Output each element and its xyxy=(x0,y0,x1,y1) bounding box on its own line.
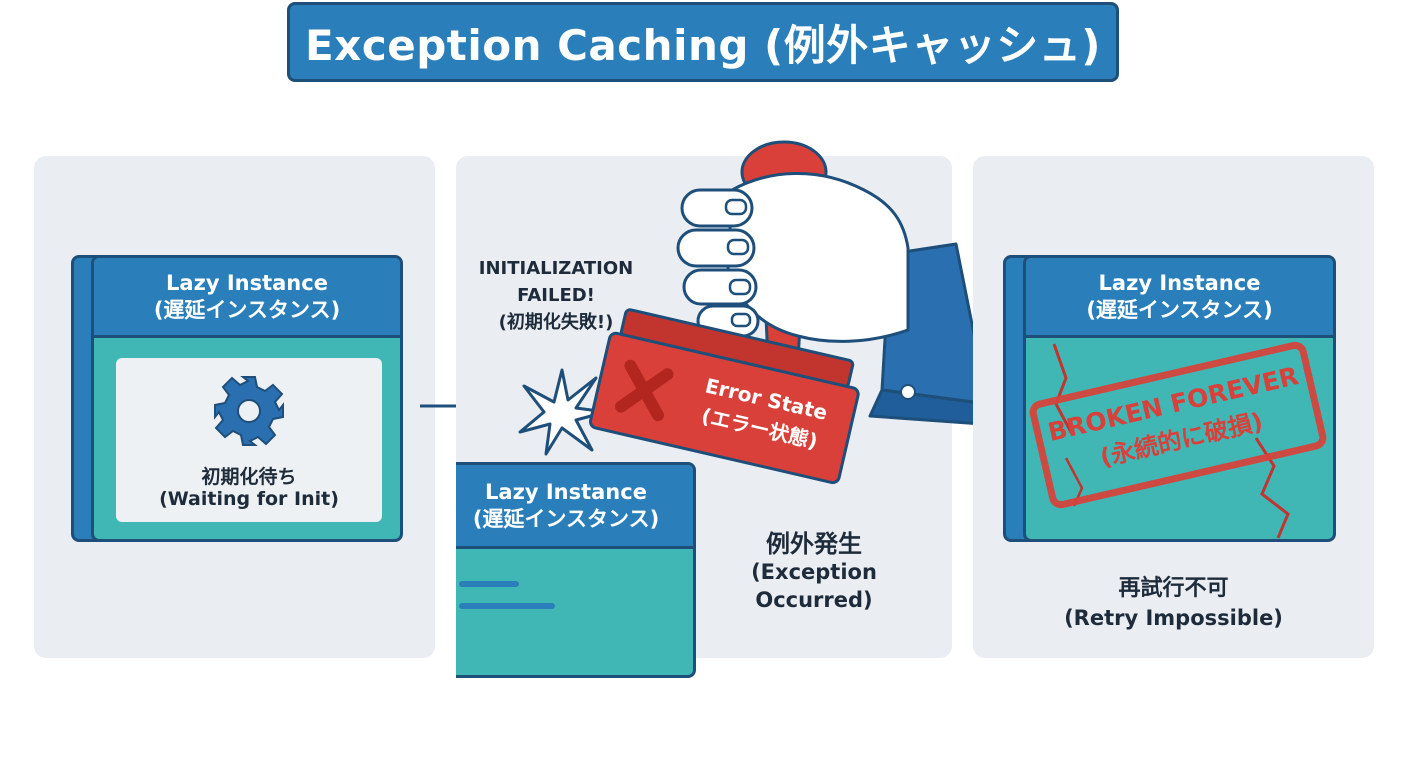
lazy-instance-card-failing: Lazy Instance (遅延インスタンス) xyxy=(456,462,696,678)
status-text-en: (Waiting for Init) xyxy=(159,488,339,510)
hand-icon xyxy=(676,140,910,362)
panel-broken: Lazy Instance (遅延インスタンス) 再試行不可 (Retry Im… xyxy=(973,156,1374,658)
retry-text-en: (Retry Impossible) xyxy=(1064,606,1283,630)
panel-waiting: Lazy Instance (遅延インスタンス) 初期化待ち (Waiting … xyxy=(34,156,435,658)
card-header: Lazy Instance (遅延インスタンス) xyxy=(1026,258,1333,338)
failed-text-line1: INITIALIZATION xyxy=(478,258,634,279)
lazy-instance-card-broken: Lazy Instance (遅延インスタンス) xyxy=(1023,255,1336,542)
init-status-box: 初期化待ち (Waiting for Init) xyxy=(116,358,382,522)
exception-text-en-line1: (Exception xyxy=(751,560,877,584)
lazy-instance-card: Lazy Instance (遅延インスタンス) 初期化待ち (Waiting … xyxy=(91,255,403,542)
card-header-title: Lazy Instance xyxy=(166,270,328,295)
card-header-subtitle: (遅延インスタンス) xyxy=(153,297,341,322)
content-line xyxy=(459,581,519,587)
exception-text-en-line2: Occurred) xyxy=(755,588,873,612)
card-clip: Lazy Instance (遅延インスタンス) xyxy=(456,462,698,682)
failed-text-line2: FAILED! xyxy=(517,285,595,306)
card-header-subtitle: (遅延インスタンス) xyxy=(472,506,660,531)
retry-text-jp: 再試行不可 xyxy=(1118,576,1229,601)
failed-text-line3: (初期化失敗!) xyxy=(498,312,614,333)
diagram-title: Exception Caching (例外キャッシュ) xyxy=(287,2,1119,82)
exception-text-jp: 例外発生 xyxy=(766,530,862,558)
impact-burst-icon xyxy=(518,368,608,456)
content-line xyxy=(459,603,555,609)
card-header-subtitle: (遅延インスタンス) xyxy=(1086,297,1273,322)
x-mark-icon xyxy=(614,359,674,422)
gear-icon xyxy=(214,376,284,446)
card-header-title: Lazy Instance xyxy=(1098,270,1261,295)
card-header: Lazy Instance (遅延インスタンス) xyxy=(456,465,693,549)
error-stamp: Error State (エラー状態) xyxy=(587,307,862,486)
card-header-title: Lazy Instance xyxy=(485,479,647,504)
diagram-title-text: Exception Caching (例外キャッシュ) xyxy=(305,20,1101,70)
card-header: Lazy Instance (遅延インスタンス) xyxy=(94,258,400,338)
crack-icon xyxy=(1052,343,1290,539)
status-text-jp: 初期化待ち xyxy=(201,466,297,488)
